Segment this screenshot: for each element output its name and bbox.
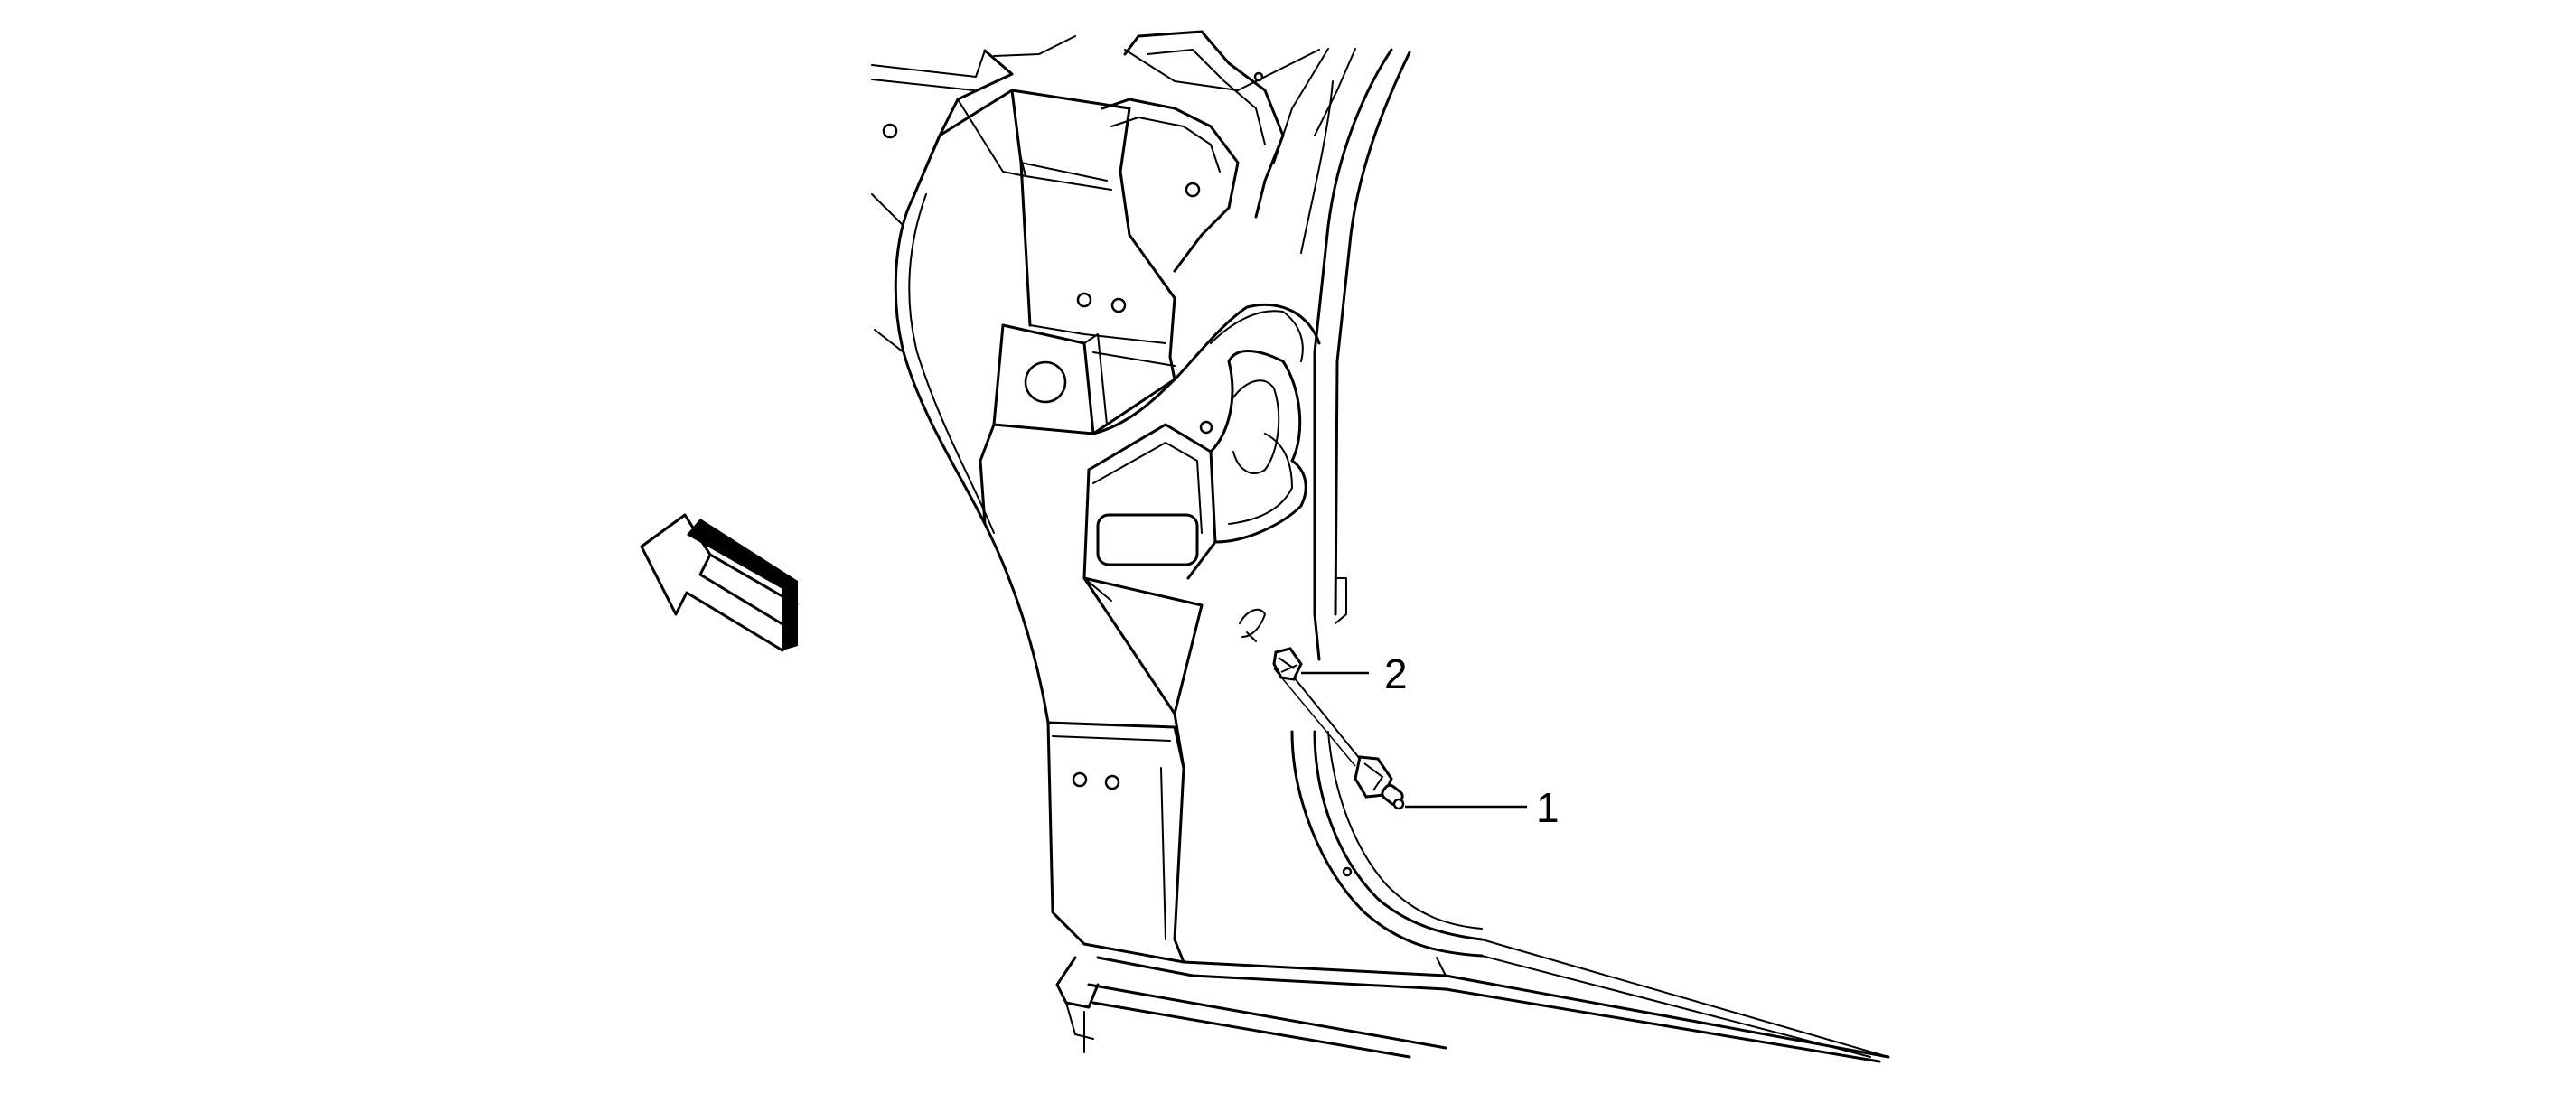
bolt-part [1354,755,1405,810]
callout-2: 2 [1301,650,1408,697]
retainer-part [1272,647,1303,681]
fastener-assembly [1272,647,1405,810]
front-direction-arrow-icon [640,513,799,652]
callout-1-label: 1 [1536,784,1560,831]
callout-1: 1 [1405,784,1560,831]
callout-2-label: 2 [1384,650,1408,697]
pillar-structure [871,30,1890,1063]
